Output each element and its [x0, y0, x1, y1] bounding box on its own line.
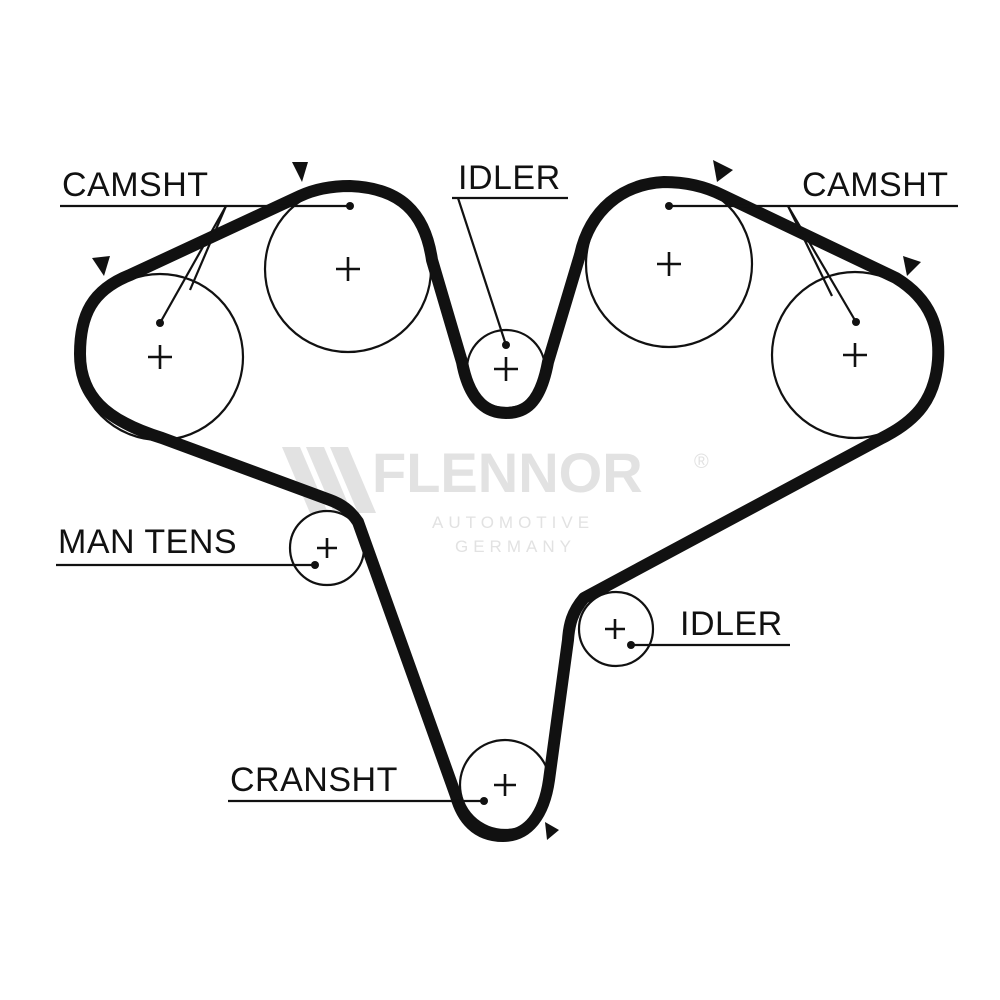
center-cross-icon — [657, 252, 681, 276]
crankshaft-leader — [228, 797, 488, 805]
watermark-brand: FLENNOR — [372, 441, 643, 504]
label-idler-top: IDLER — [458, 159, 561, 197]
timing-mark-icon — [92, 256, 110, 276]
timing-mark-icon — [713, 160, 733, 182]
idler-right-leader — [627, 641, 790, 649]
center-cross-icon — [494, 357, 518, 381]
label-camshaft-right: CAMSHT — [802, 166, 949, 204]
label-crankshaft: CRANSHT — [230, 761, 398, 799]
camshaft-right-leader — [665, 202, 958, 326]
watermark-line-germany: GERMANY — [455, 537, 576, 556]
flennor-watermark: FLENNOR ® AUTOMOTIVE GERMANY — [282, 441, 709, 556]
center-cross-icon — [605, 619, 625, 639]
camshaft-left-leader — [60, 202, 354, 327]
center-cross-icon — [843, 343, 867, 367]
manual-tensioner-leader — [56, 561, 319, 569]
label-manual-tensioner: MAN TENS — [58, 523, 237, 561]
timing-mark-icon — [903, 256, 921, 276]
center-cross-icon — [317, 538, 337, 558]
label-camshaft-left: CAMSHT — [62, 166, 209, 204]
label-idler-right: IDLER — [680, 605, 783, 643]
center-cross-icon — [336, 257, 360, 281]
watermark-registered-mark: ® — [694, 451, 709, 473]
center-cross-icon — [494, 774, 516, 796]
idler-top-leader — [452, 196, 568, 349]
timing-mark-icon — [292, 162, 308, 182]
center-cross-icon — [148, 345, 172, 369]
timing-belt — [74, 176, 945, 842]
watermark-line-automotive: AUTOMOTIVE — [432, 513, 594, 532]
timing-mark-icon — [545, 822, 559, 840]
